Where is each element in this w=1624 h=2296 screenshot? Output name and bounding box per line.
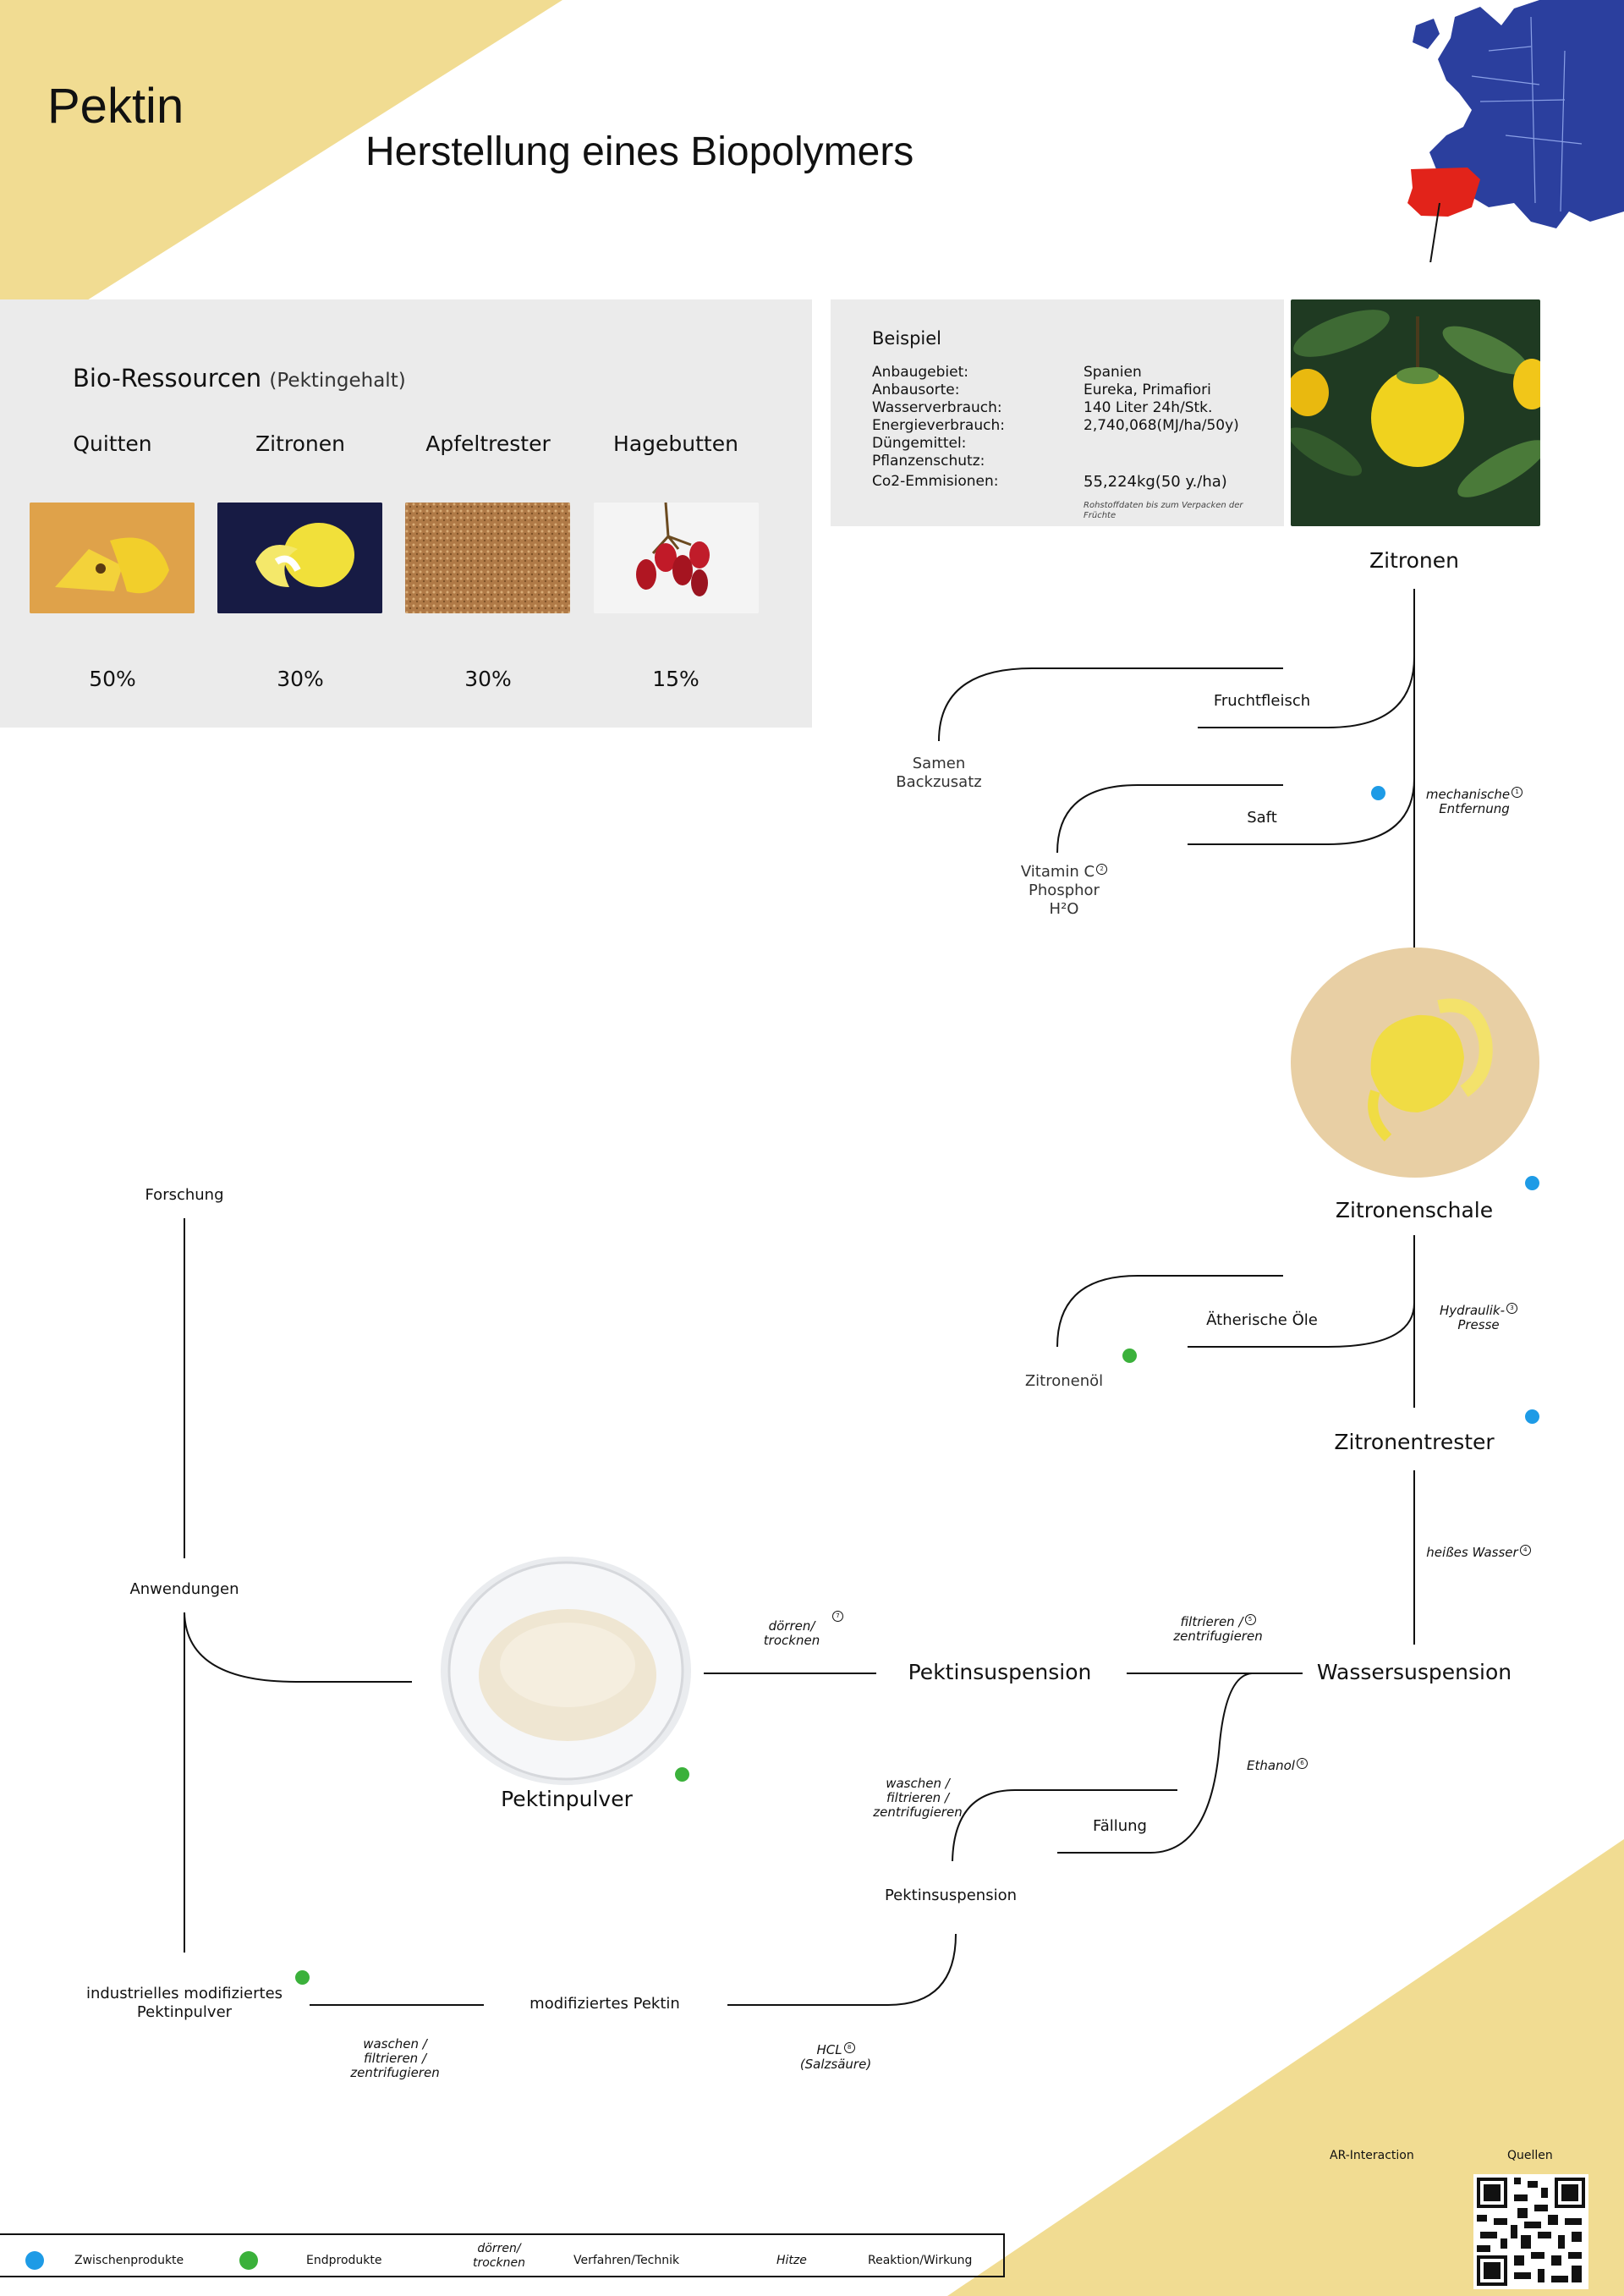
page-subtitle: Herstellung eines Biopolymers [365,129,914,174]
yellow-corner-top-left [0,0,562,355]
legend-doerren: dörren/trocknen [473,2242,525,2270]
node-zitronenschale: Zitronenschale [1335,1198,1494,1222]
end-product-dot [295,1970,310,1985]
example-footnote: Rohstoffdaten bis zum Verpacken der Früc… [1084,501,1243,520]
node-fruchtfleisch: Fruchtfleisch [1213,692,1311,710]
resource-value-hagebutten: 15% [652,667,700,691]
page-title: Pektin [47,79,184,134]
legend-verfahren: Verfahren/Technik [573,2254,680,2267]
legend [0,2233,1005,2277]
ar-interaction-label[interactable]: AR-Interaction [1330,2149,1414,2162]
intermediate-dot [1525,1176,1539,1190]
intermediate-dot [1525,1409,1539,1424]
example-row: Anbausorte:Eureka, Primafiori [872,382,1211,398]
quellen-label[interactable]: Quellen [1507,2149,1553,2162]
lemon-peel-image [1291,948,1539,1178]
legend-intermediate-dot [25,2251,44,2270]
node-aetherische-oele: Ätherische Öle [1206,1311,1318,1329]
example-row: Co2-Emmisionen:55,224kg(50 y./ha) [872,473,1227,491]
legend-end-dot [239,2251,258,2270]
resource-name-zitronen: Zitronen [255,431,345,456]
example-row: Energieverbrauch:2,740,068(MJ/ha/50y) [872,417,1239,434]
resource-value-quitten: 50% [89,667,136,691]
label-doerren-trocknen: dörren/trocknen [763,1618,820,1648]
label-waschen-filtrieren-1: waschen /filtrieren /zentrifugieren [873,1776,963,1820]
node-anwendungen: Anwendungen [129,1580,239,1598]
example-panel [831,299,1284,526]
resource-name-apfeltrester: Apfeltrester [425,431,551,456]
node-saft: Saft [1247,809,1277,827]
resources-heading-note: (Pektingehalt) [269,370,406,392]
legend-reaktion: Reaktion/Wirkung [868,2254,973,2267]
node-modifiziertes-pektin: modifiziertes Pektin [529,1995,680,2013]
resource-value-zitronen: 30% [277,667,324,691]
example-row: Anbaugebiet:Spanien [872,364,1142,381]
rosehip-image [594,503,759,613]
example-heading: Beispiel [872,328,942,349]
resource-name-quitten: Quitten [73,431,152,456]
legend-zwischenprodukte: Zwischenprodukte [74,2254,184,2267]
example-row: Düngemittel: [872,435,967,452]
node-zitronenoel: Zitronenöl [1024,1372,1104,1390]
node-pektinpulver: Pektinpulver [501,1787,633,1811]
label-filtrieren-zentrifugieren: filtrieren /5 zentrifugieren [1173,1614,1263,1644]
label-hydraulik-presse: Hydraulik-3 Presse [1411,1303,1546,1332]
qr-code-icon[interactable] [1473,2174,1588,2289]
example-row: Wasserverbrauch:140 Liter 24h/Stk. [872,399,1213,416]
end-product-dot [675,1767,689,1782]
node-forschung: Forschung [145,1186,224,1204]
node-wassersuspension: Wassersuspension [1316,1660,1512,1684]
node-zitronentrester: Zitronentrester [1334,1430,1495,1454]
intermediate-dot [1371,786,1385,800]
legend-hitze: Hitze [776,2254,807,2267]
legend-endprodukte: Endprodukte [306,2254,382,2267]
node-zitronen: Zitronen [1369,548,1459,573]
pektin-powder-image [441,1557,691,1785]
marker-doerren: 7 [832,1611,843,1622]
example-table: Anbaugebiet:Spanien Anbausorte:Eureka, P… [872,364,1278,491]
end-product-dot [1122,1348,1137,1363]
node-faellung: Fällung [1093,1817,1147,1835]
resource-value-apfeltrester: 30% [464,667,512,691]
resource-name-hagebutten: Hagebutten [613,431,738,456]
example-row: Pflanzenschutz: [872,453,985,470]
lemon-image [217,503,382,613]
apple-pomace-image [405,503,570,613]
europe-map-icon [1407,0,1624,262]
label-waschen-filtrieren-2: waschen /filtrieren /zentrifugieren [350,2036,440,2080]
lemon-tree-image [1291,299,1540,526]
node-pektinsuspension: Pektinsuspension [908,1660,1092,1684]
node-pektinsuspension-2: Pektinsuspension [884,1887,1018,1904]
resources-heading: Bio-Ressourcen (Pektingehalt) [73,364,406,393]
quince-image [30,503,195,613]
